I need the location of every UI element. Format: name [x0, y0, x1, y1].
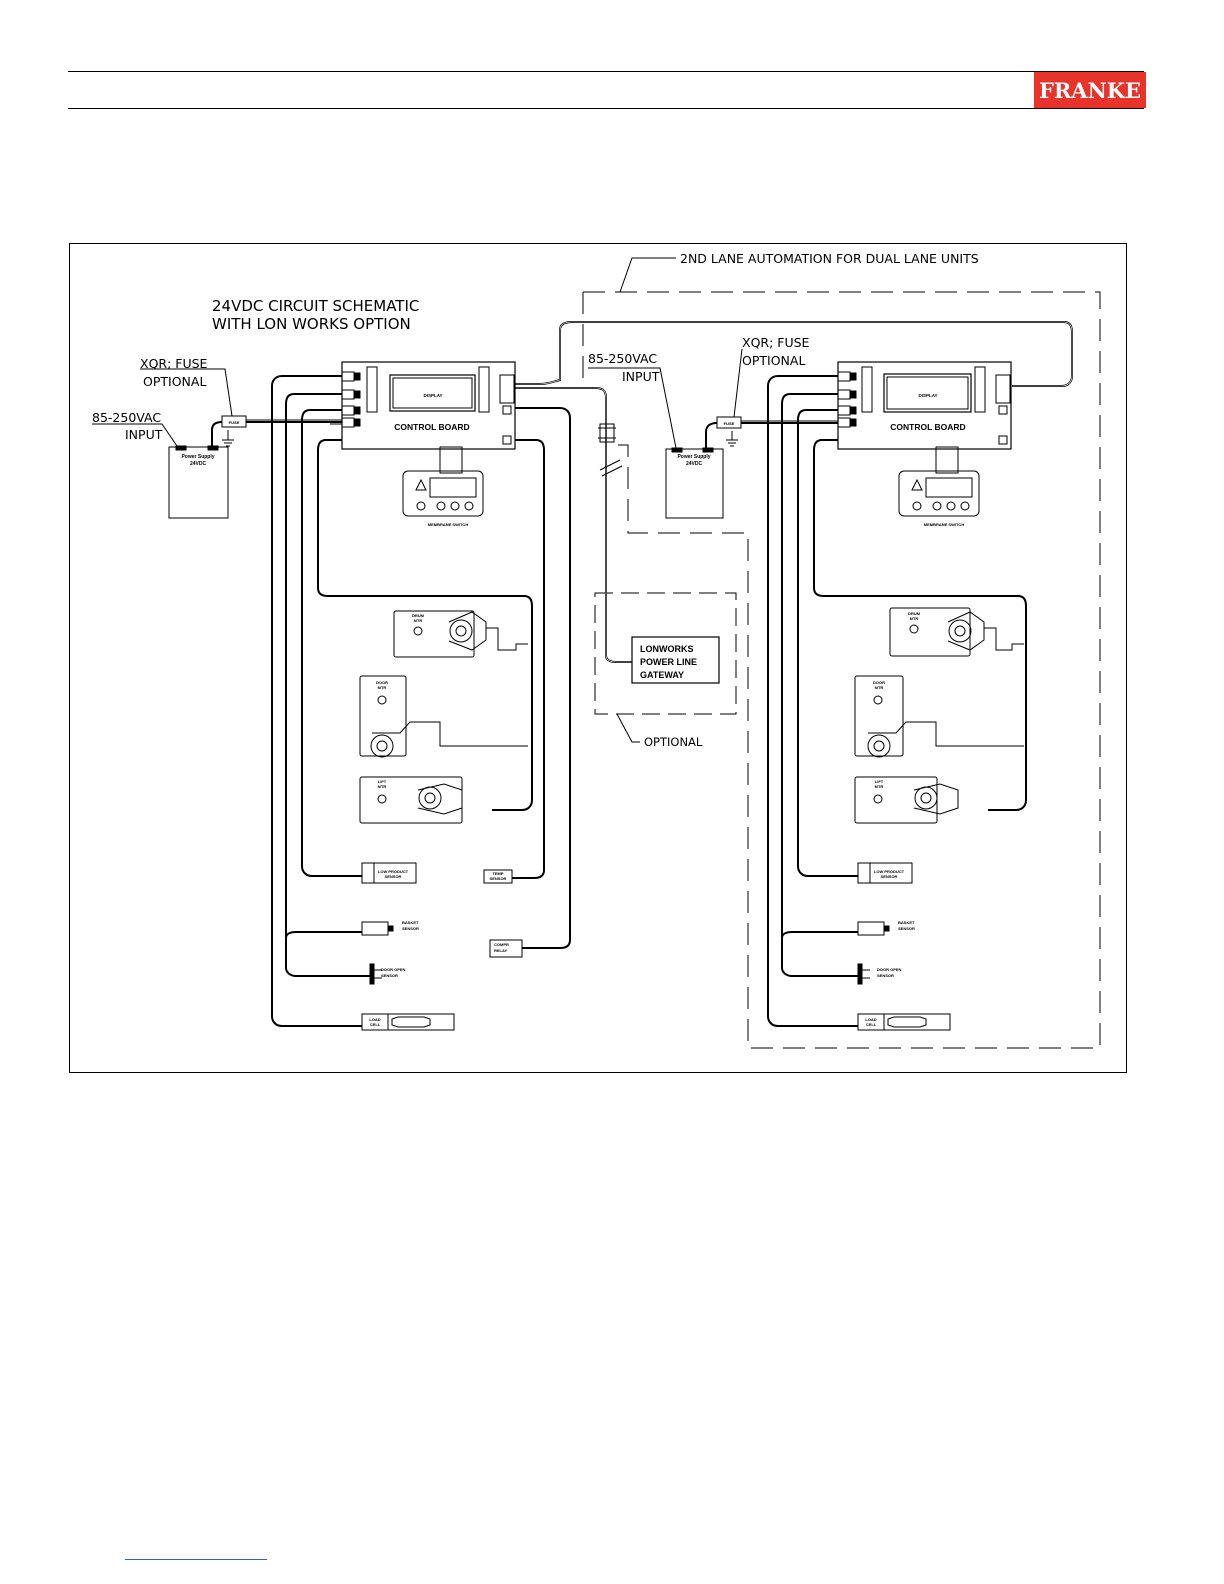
lane2-membrane-switch-label: MEMBRANE SWITCH	[924, 522, 965, 527]
lane2-door-motor	[854, 675, 904, 757]
lonworks-gateway-box	[631, 636, 720, 684]
lane1-temp-sensor	[483, 869, 513, 884]
lane1-fuse-label-line2: OPTIONAL	[143, 374, 206, 389]
diagram-title-line2: WITH LON WORKS OPTION	[212, 315, 411, 333]
lane1-temp-sensor-label1: TEMP	[492, 871, 503, 876]
second-lane-label: 2ND LANE AUTOMATION FOR DUAL LANE UNITS	[680, 251, 979, 266]
lane1-load-cell-label2: CELL	[370, 1022, 381, 1027]
lane1-membrane-switch-label: MEMBRANE SWITCH	[428, 522, 469, 527]
lane1-door-open-label1: DOOR OPEN	[381, 967, 406, 972]
lane1-load-cell-label1: LOAD	[369, 1017, 380, 1022]
lane1-low-product-label2: SENSOR	[385, 874, 402, 879]
lane2-drum-motor	[889, 607, 971, 657]
lane2-load-cell-label1: LOAD	[865, 1017, 876, 1022]
lane1-door-motor	[359, 675, 407, 757]
lane2-group	[588, 348, 1027, 1031]
lane2-door-motor-label2: MTR	[875, 685, 884, 690]
diagram-title-line1: 24VDC CIRCUIT SCHEMATIC	[212, 297, 419, 315]
lane1-basket-sensor	[361, 921, 389, 936]
lane1-drum-motor-label1: DRUM	[412, 613, 425, 618]
lane1-lift-motor-label2: MTR	[378, 784, 387, 789]
lane1-group	[92, 361, 571, 1031]
optional-label: OPTIONAL	[644, 735, 703, 749]
gateway-label-line1: LONWORKS	[640, 644, 694, 654]
lane1-drum-motor	[393, 610, 475, 658]
lane1-input-label-line1: 85-250VAC	[92, 410, 161, 425]
lane2-door-open-label2: SENSOR	[877, 973, 894, 978]
footer-link-underline[interactable]	[125, 1559, 267, 1560]
lane2-lift-motor-label2: MTR	[875, 784, 884, 789]
lane2-lift-motor-label1: LIFT	[875, 779, 884, 784]
lane2-membrane-switch	[898, 470, 980, 517]
lane1-low-product-label1: LOW PRODUCT	[378, 869, 409, 874]
lane2-display-label: DISPLAY	[918, 393, 937, 398]
lane1-control-board-label: CONTROL BOARD	[394, 422, 469, 432]
lane2-door-open-label1: DOOR OPEN	[877, 967, 902, 972]
lane2-basket-sensor	[857, 921, 885, 936]
lane2-low-product-label1: LOW PRODUCT	[874, 869, 905, 874]
lane1-compr-relay-label2: RELAY	[494, 948, 508, 953]
lane2-door-open-sensor	[857, 963, 863, 985]
header-rule-top	[68, 71, 1144, 72]
lane1-psu-label-line1: Power Supply	[181, 454, 214, 460]
lane1-psu-label-line2: 24VDC	[190, 461, 207, 467]
franke-logo: FRANKE	[1034, 72, 1146, 108]
lane1-input-label-line2: INPUT	[125, 427, 163, 442]
lane1-door-open-sensor	[369, 963, 375, 985]
lane1-lift-motor-label1: LIFT	[378, 779, 387, 784]
lane2-basket-sensor-label1: BASKET	[898, 920, 915, 925]
lane2-lift-motor	[854, 776, 938, 824]
lane2-fuse-label-line2: OPTIONAL	[742, 353, 805, 368]
lane2-low-product-label2: SENSOR	[881, 874, 898, 879]
lane2-door-motor-label1: DOOR	[873, 680, 885, 685]
lane2-fuse-box-label: FUSE	[724, 421, 735, 426]
lane2-drum-motor-label1: DRUM	[908, 611, 921, 616]
lane2-psu-label-line1: Power Supply	[677, 454, 710, 460]
second-lane-dashed-boundary	[582, 291, 1101, 1049]
lane1-compr-relay	[489, 939, 523, 958]
schematic-frame	[69, 243, 1127, 1073]
lane2-psu-label-line2: 24VDC	[686, 461, 703, 467]
lane2-load-cell-label2: CELL	[866, 1022, 877, 1027]
lane2-power-supply	[665, 448, 724, 519]
lane1-basket-sensor-label2: SENSOR	[402, 926, 419, 931]
lane1-door-motor-label2: MTR	[378, 685, 387, 690]
lane1-compr-relay-label1: COMPR	[494, 942, 509, 947]
lane1-drum-motor-label2: MTR	[414, 618, 423, 623]
lane1-basket-sensor-label1: BASKET	[402, 920, 419, 925]
lane1-lift-motor	[359, 776, 463, 824]
gateway-label-line2: POWER LINE	[640, 657, 697, 667]
lane2-control-board-label: CONTROL BOARD	[890, 422, 965, 432]
lane2-input-label-line1: 85-250VAC	[588, 351, 657, 366]
lane2-fuse-label-line1: XQR; FUSE	[742, 335, 810, 350]
lane1-fuse-box-label: FUSE	[229, 420, 240, 425]
lane1-membrane-switch	[402, 470, 484, 517]
lane1-display-label: DISPLAY	[423, 393, 442, 398]
lane1-door-open-label2: SENSOR	[381, 973, 398, 978]
header-rule-bottom	[68, 108, 1144, 109]
lane1-power-supply	[168, 446, 229, 519]
logo-text: FRANKE	[1038, 77, 1142, 103]
lane2-basket-sensor-label2: SENSOR	[898, 926, 915, 931]
lane1-fuse-label-line1: XQR; FUSE	[140, 356, 208, 371]
lane2-drum-motor-label2: MTR	[910, 616, 919, 621]
gateway-label-line3: GATEWAY	[640, 670, 684, 680]
lane1-temp-sensor-label2: SENSOR	[490, 876, 507, 881]
lane2-input-label-line2: INPUT	[622, 369, 660, 384]
lane1-door-motor-label1: DOOR	[376, 680, 388, 685]
